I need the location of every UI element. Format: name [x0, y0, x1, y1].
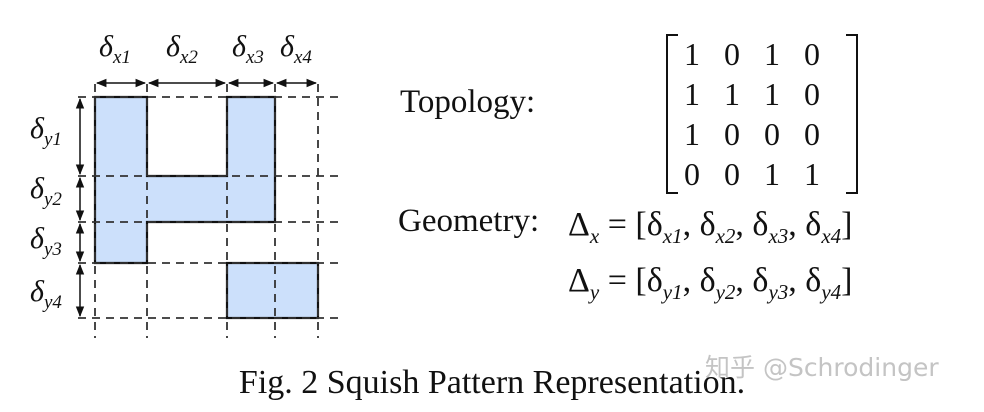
matrix-right-bracket: [846, 34, 858, 194]
delta-y-text: Δy = [δy1, δy2, δy3, δy4]: [568, 262, 853, 304]
label-delta-x4: δx4: [280, 30, 312, 68]
matrix-cell: 0: [724, 156, 740, 192]
matrix-cell: 1: [724, 76, 740, 112]
upper-shape: [93, 95, 277, 265]
label-delta-x3: δx3: [232, 30, 264, 68]
matrix-cell: 0: [804, 116, 820, 152]
delta-x-text: Δx = [δx1, δx2, δx3, δx4]: [568, 206, 853, 248]
label-delta-y3: δy3: [30, 222, 62, 260]
label-delta-y4: δy4: [30, 275, 62, 313]
lower-right-shape: [225, 261, 320, 320]
matrix-cell: 0: [764, 116, 780, 152]
delta-x-equation: Δx = [δx1, δx2, δx3, δx4]: [568, 206, 852, 249]
matrix-row: 1 0 1 0: [682, 34, 842, 74]
label-delta-y2: δy2: [30, 172, 62, 210]
matrix-row: 0 0 1 1: [682, 154, 842, 194]
matrix-cell: 1: [764, 36, 780, 72]
matrix-cell: 1: [764, 76, 780, 112]
matrix-row: 1 0 0 0: [682, 114, 842, 154]
matrix-row: 1 1 1 0: [682, 74, 842, 114]
matrix-cell: 1: [684, 116, 700, 152]
matrix-cell: 1: [804, 156, 820, 192]
matrix-left-bracket: [666, 34, 678, 194]
matrix-cell: 0: [724, 116, 740, 152]
watermark: 知乎 @Schrodinger: [705, 353, 939, 382]
topology-matrix: 1 0 1 0 1 1 1 0 1 0 0 0 0 0 1 1: [664, 34, 860, 196]
label-delta-y1: δy1: [30, 112, 62, 150]
matrix-cell: 1: [684, 36, 700, 72]
label-delta-x2: δx2: [166, 30, 198, 68]
matrix-cell: 0: [724, 36, 740, 72]
matrix-cell: 1: [764, 156, 780, 192]
matrix-cell: 0: [804, 76, 820, 112]
topology-label: Topology:: [400, 84, 536, 120]
delta-y-equation: Δy = [δy1, δy2, δy3, δy4]: [568, 262, 852, 305]
matrix-cell: 0: [804, 36, 820, 72]
pattern-shapes: [93, 95, 320, 320]
grid-lines: [78, 84, 338, 338]
label-delta-x1: δx1: [99, 30, 131, 68]
geometry-label: Geometry:: [398, 203, 540, 239]
figure-caption: Fig. 2 Squish Pattern Representation.: [238, 364, 746, 401]
matrix-cell: 0: [684, 156, 700, 192]
squish-pattern-diagram: [75, 78, 338, 338]
matrix-cell: 1: [684, 76, 700, 112]
